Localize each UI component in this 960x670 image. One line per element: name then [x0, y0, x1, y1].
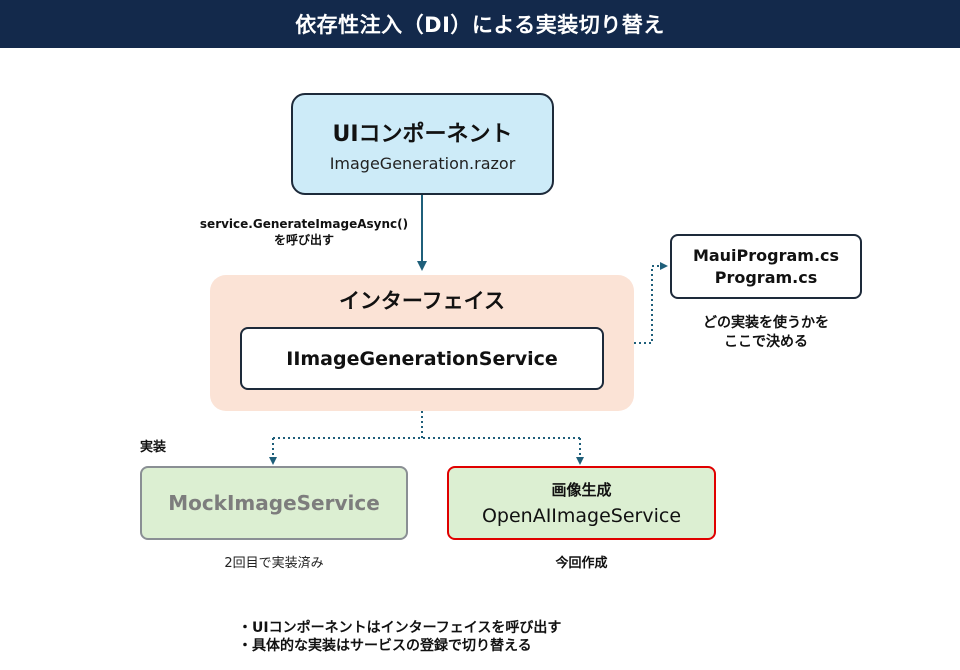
openai-service-note: 今回作成 — [555, 556, 608, 571]
ui-component-file: ImageGeneration.razor — [329, 153, 516, 173]
registration-box: MauiProgram.cs Program.cs — [670, 234, 862, 299]
openai-service-name: OpenAIImageService — [481, 505, 682, 527]
page-title: 依存性注入（DI）による実装切り替え — [295, 13, 665, 37]
mock-service-box: MockImageService — [140, 466, 408, 540]
call-label: service.GenerateImageAsync() を呼び出す — [188, 216, 420, 248]
call-note: を呼び出す — [273, 233, 334, 247]
summary-item: ・UIコンポーネントはインターフェイスを呼び出す — [238, 620, 562, 636]
registration-connector — [634, 262, 668, 344]
header-bar: 依存性注入（DI）による実装切り替え — [0, 0, 960, 48]
registration-note-line: どの実装を使うかを — [703, 315, 829, 331]
implementation-label: 実装 — [140, 440, 167, 455]
summary-list: ・UIコンポーネントはインターフェイスを呼び出す ・具体的な実装はサービスの登録… — [238, 619, 561, 655]
mock-service-name: MockImageService — [168, 491, 380, 515]
call-method: service.GenerateImageAsync() — [199, 217, 409, 231]
registration-file-program: Program.cs — [714, 267, 818, 287]
summary-item: ・具体的な実装はサービスの登録で切り替える — [238, 638, 532, 654]
openai-service-tag: 画像生成 — [551, 481, 612, 499]
openai-service-box: 画像生成 OpenAIImageService — [447, 466, 716, 540]
interface-name: IImageGenerationService — [286, 347, 558, 370]
registration-note: どの実装を使うかを ここで決める — [660, 314, 872, 352]
interface-box: IImageGenerationService — [240, 327, 604, 390]
registration-file-maui: MauiProgram.cs — [692, 245, 840, 265]
registration-note-line: ここで決める — [724, 334, 808, 350]
ui-component-title: UIコンポーネント — [332, 121, 513, 147]
interface-title: インターフェイス — [338, 289, 506, 313]
mock-service-note: 2回目で実装済み — [224, 556, 324, 571]
ui-component-box: UIコンポーネント ImageGeneration.razor — [291, 93, 554, 195]
